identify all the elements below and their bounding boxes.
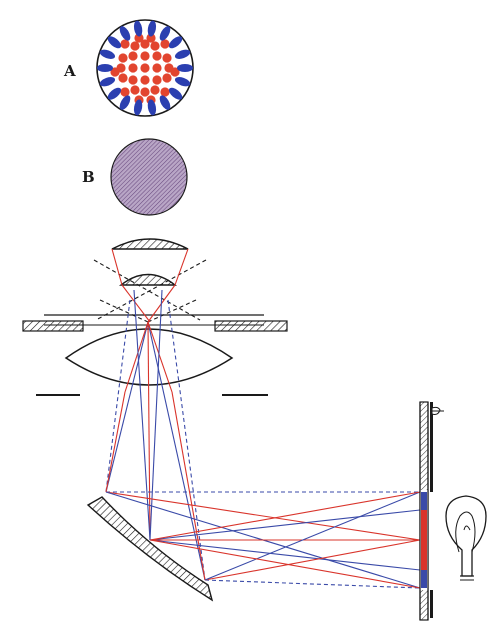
ray-red — [204, 539, 421, 581]
ray-red — [149, 539, 421, 589]
diffraction-dot — [140, 63, 150, 73]
ray-blue — [149, 289, 163, 541]
diffraction-pattern-a — [96, 19, 194, 117]
ray-dashed — [95, 259, 207, 321]
ray-red — [124, 321, 149, 393]
diffraction-dot — [118, 73, 128, 83]
screen-blue-top — [421, 492, 427, 510]
ray-red — [147, 321, 151, 541]
lamp-screen — [419, 401, 444, 621]
light-bulb-icon — [445, 495, 487, 581]
ray-red — [147, 321, 173, 393]
stage-plate-right — [214, 320, 288, 332]
ray-red — [105, 491, 421, 541]
diffraction-petal — [147, 20, 157, 37]
ray-red — [121, 284, 151, 323]
diffraction-petal — [147, 99, 157, 116]
condenser-top-lens — [111, 238, 189, 250]
diffraction-petal — [168, 87, 183, 100]
diffraction-dot — [130, 85, 140, 95]
diffraction-petal — [119, 26, 131, 41]
screen-red-middle — [421, 510, 427, 570]
ray-blue — [105, 321, 149, 493]
ray-dashed-blue — [204, 579, 421, 589]
concave-mirror — [86, 496, 214, 602]
ray-blue — [147, 321, 206, 581]
diffraction-petal — [99, 77, 116, 87]
diffraction-dot — [140, 75, 150, 85]
screen-bar-top — [430, 402, 433, 492]
uniform-disc-b — [110, 138, 188, 216]
diffraction-petal — [133, 20, 143, 37]
ray-dashed-blue — [167, 299, 206, 581]
label-b: B — [82, 168, 95, 186]
label-a: A — [63, 62, 76, 80]
diffraction-petal — [133, 99, 143, 116]
diffraction-petal — [159, 26, 171, 41]
diffraction-petal — [97, 64, 113, 72]
ray-red — [174, 248, 189, 286]
diffraction-dot — [128, 51, 138, 61]
ray-red — [105, 391, 126, 493]
ray-dashed-blue — [105, 299, 131, 493]
diffraction-petal — [174, 49, 191, 59]
diffraction-petal — [107, 87, 122, 100]
diffraction-dot — [150, 85, 160, 95]
diffraction-dot — [162, 73, 172, 83]
diffraction-dot — [134, 33, 144, 43]
stage-plate-left — [22, 320, 84, 332]
diffraction-dot — [128, 63, 138, 73]
ray-red — [111, 248, 123, 286]
diffraction-dot — [118, 53, 128, 63]
diffraction-dot — [160, 39, 170, 49]
diffraction-dot — [140, 51, 150, 61]
ray-dashed — [99, 299, 149, 323]
diffraction-dot — [140, 87, 150, 97]
light-rays — [93, 248, 421, 589]
diffraction-petal — [168, 36, 183, 49]
diffraction-petal — [119, 95, 131, 110]
diffraction-dot — [152, 75, 162, 85]
diffraction-dot — [140, 39, 150, 49]
diffraction-dot — [150, 41, 160, 51]
diffraction-dot — [146, 33, 156, 43]
ray-dashed — [93, 259, 201, 321]
diffraction-dot — [160, 87, 170, 97]
ray-red — [149, 491, 421, 541]
diffraction-petal — [107, 36, 122, 49]
diffraction-dot — [110, 67, 120, 77]
ray-blue — [149, 509, 421, 541]
screen-blue-bottom — [421, 570, 427, 588]
diffraction-petal — [99, 49, 116, 59]
ray-dashed — [147, 299, 197, 323]
diffraction-dot — [152, 63, 162, 73]
diffraction-petal — [159, 95, 171, 110]
diffraction-dot — [120, 87, 130, 97]
diffraction-petal — [174, 77, 191, 87]
condenser-front-lens — [118, 273, 178, 286]
diffraction-dot — [128, 75, 138, 85]
ray-blue — [204, 491, 421, 581]
diffraction-dot — [162, 53, 172, 63]
substage-biconvex-lens — [64, 328, 234, 386]
diffraction-dot — [130, 41, 140, 51]
diffraction-dot — [152, 51, 162, 61]
diffraction-dot — [120, 39, 130, 49]
ray-blue — [149, 539, 421, 571]
diffraction-petal — [177, 64, 193, 72]
diffraction-dot — [170, 67, 180, 77]
screen-bar-bottom — [430, 590, 433, 618]
ray-red — [171, 391, 206, 581]
